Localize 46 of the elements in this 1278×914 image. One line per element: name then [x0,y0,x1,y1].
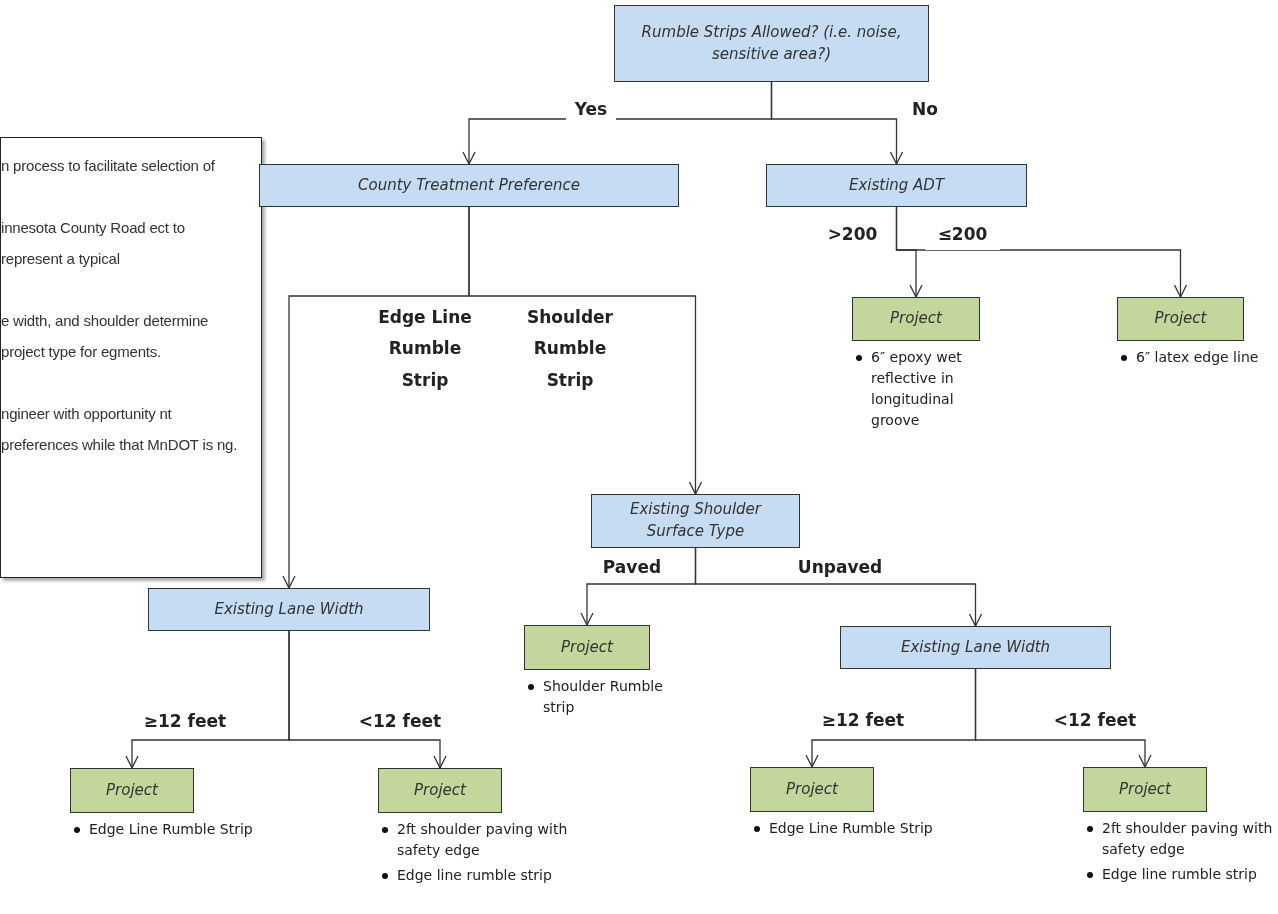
decision-box [840,626,1111,669]
bullet-text: 2ft shoulder paving with safety edge [397,820,569,860]
connector-arrow [895,206,1188,298]
note-text: n process to facilitate selection of [1,156,216,176]
connector-arrow [770,81,904,165]
bullet-text: Edge line rumble strip [397,866,552,885]
connector-arrow [468,206,703,495]
bullet-text: Shoulder Rumble strip [543,677,664,717]
box-text: Existing Lane Width [214,598,364,620]
decision-box [148,588,430,631]
project-box [852,297,980,341]
bullet-text: 6″ latex edge line [1136,348,1259,367]
box-text: Existing ADT [848,174,945,196]
project-box [1117,297,1244,341]
note-text: ngineer with opportunity nt preferences while that MnDOT is ng. [1,404,239,455]
box-text: Project [890,308,942,330]
connector-arrow [974,668,1152,768]
bullet-text: Edge Line Rumble Strip [89,820,253,839]
note-text: innesota County Road ect to represent a typical [1,218,186,269]
decision-box [766,164,1027,207]
box-text: Project [1119,778,1171,800]
connector-arrow [288,630,447,769]
project-box [70,768,194,813]
box-text: Project [1154,308,1207,330]
decision-box [259,164,679,207]
connector-arrow [694,547,983,627]
box-text: Project [786,778,838,800]
bullet-text: 6″ epoxy wet reflective in longitudinal groove [871,348,963,430]
box-text: Project [414,779,466,801]
decision-box [614,5,929,82]
project-box [1083,767,1207,812]
project-box [524,625,650,670]
bullet-text: Edge Line Rumble Strip [769,819,933,838]
bullet-text: 2ft shoulder paving with safety edge [1102,819,1274,859]
project-box [378,768,502,813]
box-text: Project [561,636,613,658]
note-text: e width, and shoulder determine project type for egments. [1,311,210,362]
box-text: Existing Lane Width [900,636,1051,658]
project-box [750,767,874,812]
decision-box [591,494,800,548]
box-text: Existing Shoulder Surface Type [629,499,763,542]
box-text: Project [106,779,158,801]
box-text: Rumble Strips Allowed? (i.e. noise, sensitive area?) [640,21,903,65]
bullet-text: Edge line rumble strip [1102,865,1257,884]
note-box [0,137,262,578]
box-text: County Treatment Preference [358,174,580,196]
